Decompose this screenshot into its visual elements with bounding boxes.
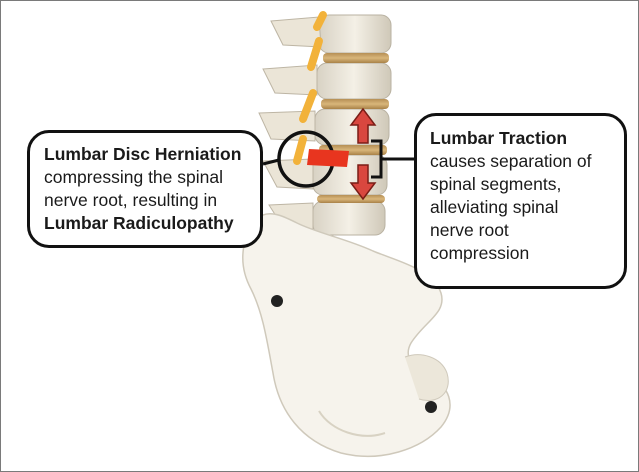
traction-text-line: compression — [430, 242, 614, 265]
herniation-title: Lumbar Disc Herniation — [44, 143, 250, 166]
traction-callout: Lumbar Traction causes separation of spi… — [414, 113, 627, 289]
traction-text-line: alleviating spinal — [430, 196, 614, 219]
traction-text-line: causes separation of — [430, 150, 614, 173]
traction-text-line: spinal segments, — [430, 173, 614, 196]
traction-title: Lumbar Traction — [430, 127, 614, 150]
herniation-text-line: compressing the spinal — [44, 166, 250, 189]
posterior-processes — [259, 17, 321, 229]
herniation-mark — [307, 149, 349, 167]
herniation-text-line: nerve root, resulting in — [44, 189, 250, 212]
herniation-callout: Lumbar Disc Herniation compressing the s… — [27, 130, 263, 248]
radiculopathy-label: Lumbar Radiculopathy — [44, 212, 250, 235]
traction-text-line: nerve root — [430, 219, 614, 242]
